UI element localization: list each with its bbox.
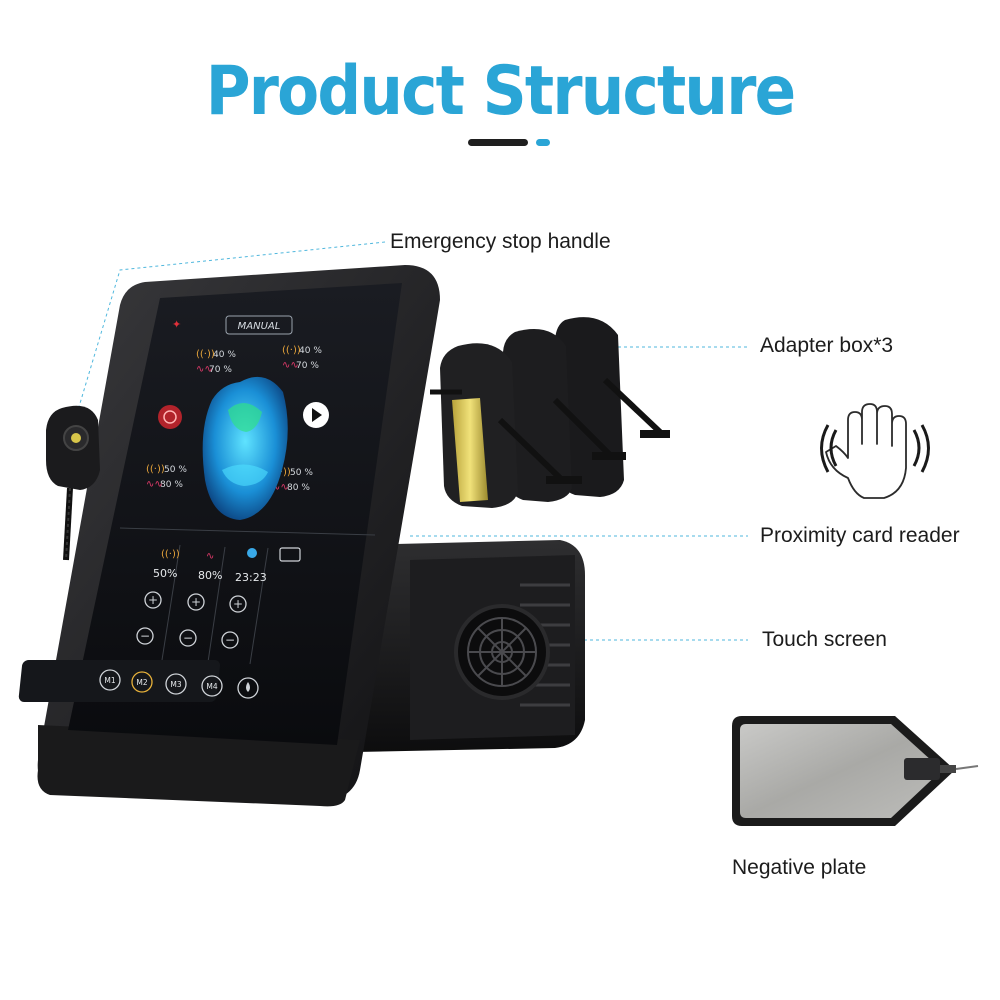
emergency-stop-handle — [46, 405, 100, 561]
svg-text:+: + — [148, 593, 158, 607]
svg-text:−: − — [183, 631, 193, 645]
svg-text:∿∿: ∿∿ — [282, 360, 299, 371]
label-adapter-box: Adapter box*3 — [760, 334, 894, 357]
svg-text:∿∿: ∿∿ — [196, 364, 213, 375]
title-underline-accent — [536, 139, 550, 146]
svg-text:((·)): ((·)) — [282, 345, 301, 356]
readout-mid-left-b: 80 % — [160, 480, 183, 490]
page-title: Product Structure — [205, 52, 796, 131]
svg-text:∿∿: ∿∿ — [146, 479, 163, 490]
mode-button-m1: M1 — [104, 676, 115, 685]
readout-mid-left-a: 50 % — [164, 465, 187, 475]
label-proximity-card-reader: Proximity card reader — [760, 524, 960, 547]
emergency-callout-line — [77, 241, 386, 411]
negative-plate-icon — [732, 716, 979, 826]
bottom-value-2: 80% — [198, 569, 222, 582]
svg-text:((·)): ((·)) — [146, 464, 165, 475]
svg-text:−: − — [225, 633, 235, 647]
readout-mid-right-b: 80 % — [287, 483, 310, 493]
adapter-box-2 — [503, 329, 626, 502]
label-touch-screen: Touch screen — [762, 628, 887, 651]
bottom-value-3: 23:23 — [235, 571, 267, 584]
svg-text:+: + — [191, 595, 201, 609]
svg-text:∿∿: ∿∿ — [272, 482, 289, 493]
readout-mid-right-a: 50 % — [290, 468, 313, 478]
mode-button-m2: M2 — [136, 678, 147, 687]
power-icon — [158, 405, 182, 429]
title-underline-dark — [468, 139, 528, 146]
svg-text:((·)): ((·)) — [272, 467, 291, 478]
svg-text:+: + — [233, 597, 243, 611]
drop-icon — [246, 682, 250, 692]
readout-top-left-b: 70 % — [209, 365, 232, 375]
readout-top-right-a: 40 % — [299, 346, 322, 356]
mode-button-m3: M3 — [170, 680, 181, 689]
adapter-box-3 — [555, 317, 670, 497]
face-graphic — [202, 376, 288, 520]
screen-mode-label: MANUAL — [238, 321, 281, 332]
card-reader-icon — [279, 547, 301, 562]
device-body-icon — [355, 540, 585, 752]
readout-top-left-a: 40 % — [213, 350, 236, 360]
bottom-value-1: 50% — [153, 567, 177, 580]
svg-text:((·)): ((·)) — [161, 549, 180, 560]
hand-wave-icon — [820, 403, 930, 499]
svg-text:✦: ✦ — [172, 318, 181, 331]
mode-button-m4: M4 — [206, 682, 217, 691]
svg-text:−: − — [140, 629, 150, 643]
touch-screen-display: MANUAL ✦ 40 % 70 % 40 % 70 % 50 % 80 % 5… — [18, 315, 376, 702]
adapter-boxes — [430, 317, 670, 508]
adapter-box-1 — [430, 343, 582, 508]
svg-text:((·)): ((·)) — [196, 349, 215, 360]
svg-text:∿: ∿ — [206, 551, 214, 562]
readout-top-right-b: 70 % — [296, 361, 319, 371]
label-negative-plate: Negative plate — [732, 856, 867, 879]
label-emergency-stop-handle: Emergency stop handle — [390, 230, 611, 253]
